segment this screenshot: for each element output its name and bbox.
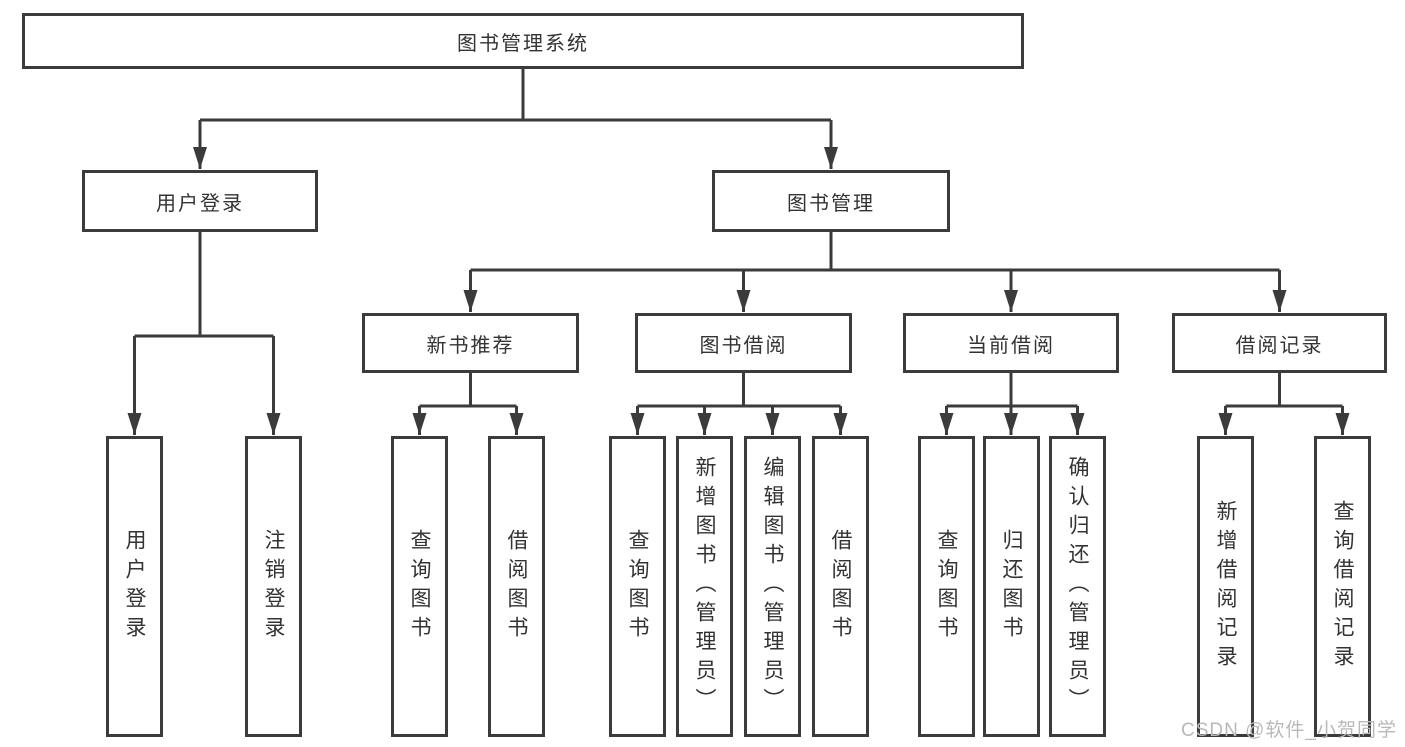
leaf-logout-label: 注销登录 <box>262 528 285 645</box>
node-book-management: 图书管理 <box>712 170 950 232</box>
node-root-label: 图书管理系统 <box>457 32 589 55</box>
leaf-confirm-return-admin-label: 确认归还（管理员） <box>1066 456 1089 717</box>
node-user-login: 用户登录 <box>82 170 318 232</box>
node-current-borrow: 当前借阅 <box>903 313 1119 373</box>
leaf-add-borrow-record-label: 新增借阅记录 <box>1214 499 1237 674</box>
leaf-logout: 注销登录 <box>245 436 302 737</box>
node-new-book-recommend-label: 新书推荐 <box>426 334 515 357</box>
node-book-borrow: 图书借阅 <box>635 313 852 373</box>
leaf-query-book-3: 查询图书 <box>918 436 975 737</box>
leaf-add-borrow-record: 新增借阅记录 <box>1197 436 1254 737</box>
leaf-query-book-2: 查询图书 <box>609 436 666 737</box>
leaf-add-book-admin-label: 新增图书（管理员） <box>693 456 716 717</box>
leaf-user-login-label: 用户登录 <box>123 528 146 645</box>
node-root-system: 图书管理系统 <box>22 13 1024 69</box>
leaf-confirm-return-admin: 确认归还（管理员） <box>1049 436 1106 737</box>
node-user-login-label: 用户登录 <box>156 192 244 215</box>
node-book-management-label: 图书管理 <box>787 192 875 215</box>
leaf-borrow-book-2-label: 借阅图书 <box>829 528 852 645</box>
node-current-borrow-label: 当前借阅 <box>967 334 1055 357</box>
leaf-query-book-3-label: 查询图书 <box>935 528 958 645</box>
leaf-borrow-book-1-label: 借阅图书 <box>505 528 528 645</box>
leaf-add-book-admin: 新增图书（管理员） <box>676 436 733 737</box>
leaf-query-borrow-record: 查询借阅记录 <box>1314 436 1371 737</box>
leaf-return-book: 归还图书 <box>983 436 1040 737</box>
node-book-borrow-label: 图书借阅 <box>699 334 788 357</box>
leaf-edit-book-admin: 编辑图书（管理员） <box>744 436 801 737</box>
leaf-query-book-1: 查询图书 <box>391 436 448 737</box>
leaf-query-borrow-record-label: 查询借阅记录 <box>1331 499 1354 674</box>
leaf-user-login: 用户登录 <box>106 436 163 737</box>
node-borrow-records: 借阅记录 <box>1172 313 1387 373</box>
csdn-watermark: CSDN @软件_小贺同学 <box>1181 720 1397 741</box>
node-borrow-records-label: 借阅记录 <box>1235 334 1324 357</box>
leaf-query-book-1-label: 查询图书 <box>408 528 431 645</box>
leaf-borrow-book-2: 借阅图书 <box>812 436 869 737</box>
leaf-query-book-2-label: 查询图书 <box>626 528 649 645</box>
node-new-book-recommend: 新书推荐 <box>362 313 579 373</box>
leaf-return-book-label: 归还图书 <box>1000 528 1023 645</box>
leaf-borrow-book-1: 借阅图书 <box>488 436 545 737</box>
leaf-edit-book-admin-label: 编辑图书（管理员） <box>761 456 784 717</box>
